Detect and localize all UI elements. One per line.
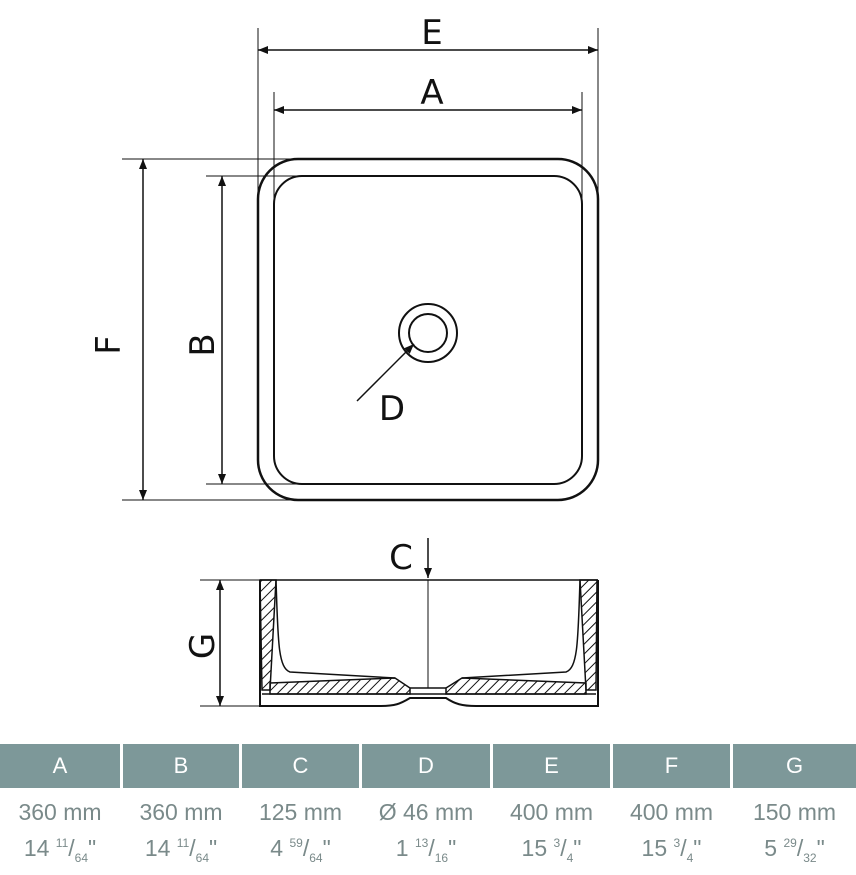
inch-numerator: 13 — [414, 836, 429, 850]
inch-numerator: 3 — [553, 836, 561, 850]
drain-inner — [408, 313, 448, 353]
value-cell-d: Ø 46 mm 1 13/16" — [362, 798, 490, 868]
label-f: F — [89, 335, 129, 355]
inch-denominator: 4 — [686, 851, 694, 865]
inch-numerator: 11 — [176, 836, 190, 850]
value-inch: 4 59/64" — [270, 835, 331, 865]
label-d: D — [379, 389, 405, 429]
inch-denominator: 64 — [309, 851, 323, 865]
inner-basin — [273, 175, 583, 485]
inch-whole: 1 — [395, 835, 409, 861]
value-cell-e: 400 mm 15 3/4" — [493, 798, 610, 868]
inch-whole: 14 — [23, 835, 50, 861]
header-f: F — [613, 744, 730, 788]
value-inch: 15 3/4" — [641, 835, 702, 865]
inch-mark: " — [573, 835, 582, 861]
dimensions-table: A 360 mm 14 11/64" B 360 mm 14 11/64" C 125 mm 4… — [0, 744, 856, 868]
value-cell-b: 360 mm 14 11/64" — [123, 798, 239, 868]
label-e: E — [421, 13, 442, 53]
section-base-left — [269, 677, 411, 695]
label-b: B — [183, 333, 223, 356]
inch-whole: 14 — [144, 835, 171, 861]
value-inch: 14 11/64" — [23, 835, 97, 865]
inch-numerator: 3 — [673, 836, 681, 850]
value-inch: 5 29/32" — [764, 835, 825, 865]
inch-mark: " — [88, 835, 97, 861]
inch-numerator: 29 — [783, 836, 797, 850]
value-mm: 360 mm — [139, 799, 223, 825]
value-mm: Ø 46 mm — [378, 799, 474, 825]
top-view — [122, 28, 600, 502]
value-inch: 14 11/64" — [144, 835, 218, 865]
section-outline — [259, 580, 599, 707]
value-mm: 125 mm — [258, 799, 343, 825]
header-d: D — [362, 744, 490, 788]
value-mm: 360 mm — [18, 799, 102, 825]
value-cell-a: 360 mm 14 11/64" — [0, 798, 120, 868]
inch-denominator: 64 — [74, 851, 89, 865]
leader-d — [356, 343, 415, 402]
outer-rim — [256, 157, 600, 502]
label-g: G — [183, 633, 223, 659]
header-c: C — [242, 744, 359, 788]
inch-mark: " — [448, 835, 457, 861]
header-b: B — [123, 744, 239, 788]
value-mm: 150 mm — [752, 799, 837, 825]
inch-denominator: 32 — [803, 851, 817, 865]
inch-mark: " — [693, 835, 702, 861]
section-right-wall — [579, 579, 598, 691]
label-a: A — [420, 73, 443, 113]
header-g: G — [733, 744, 856, 788]
inch-numerator: 11 — [55, 836, 69, 850]
header-a: A — [0, 744, 120, 788]
header-e: E — [493, 744, 610, 788]
inch-mark: " — [209, 835, 218, 861]
inch-denominator: 4 — [566, 851, 574, 865]
value-mm: 400 mm — [629, 799, 714, 825]
technical-drawing: E A F B D C G — [89, 13, 600, 707]
section-base-right — [445, 677, 587, 695]
inch-mark: " — [816, 835, 825, 861]
value-inch: 15 3/4" — [521, 835, 582, 865]
section-left-wall — [259, 579, 277, 691]
label-c: C — [389, 538, 413, 578]
inch-whole: 15 — [641, 835, 668, 861]
drain-outer — [398, 303, 458, 363]
section-view — [200, 538, 599, 707]
inch-mark: " — [322, 835, 331, 861]
value-inch: 1 13/16" — [395, 835, 457, 865]
inch-whole: 4 — [270, 835, 284, 861]
value-cell-g: 150 mm 5 29/32" — [733, 798, 856, 868]
value-mm: 400 mm — [509, 799, 594, 825]
value-cell-f: 400 mm 15 3/4" — [613, 798, 730, 868]
inch-denominator: 64 — [195, 851, 210, 865]
inch-whole: 5 — [764, 835, 778, 861]
inch-denominator: 16 — [434, 851, 449, 865]
inch-whole: 15 — [521, 835, 548, 861]
inch-numerator: 59 — [289, 836, 303, 850]
